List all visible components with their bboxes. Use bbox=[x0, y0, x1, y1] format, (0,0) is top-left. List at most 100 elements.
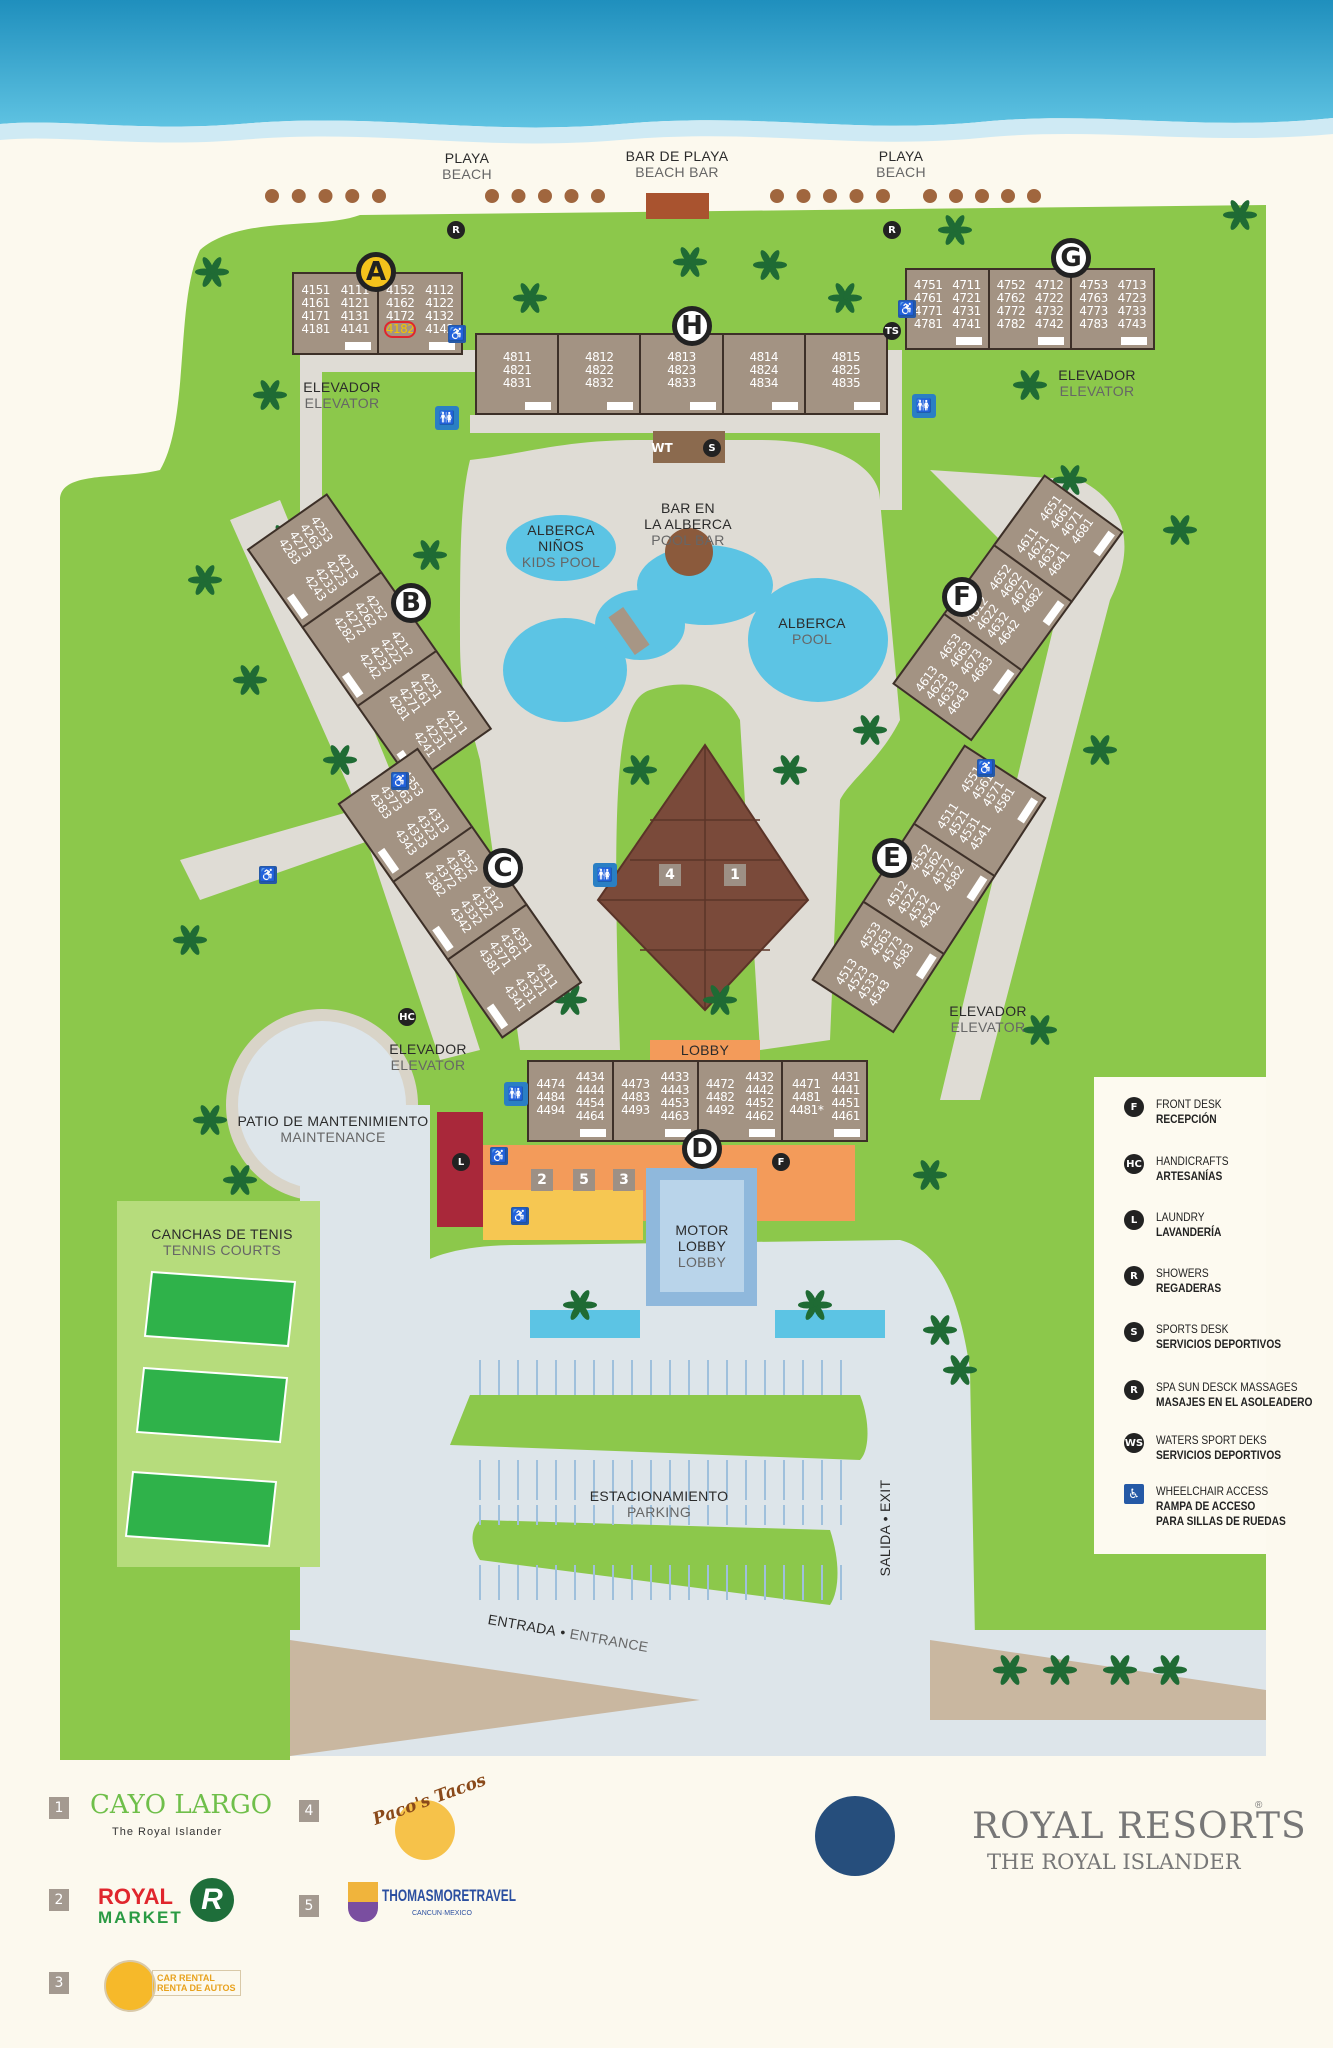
unit-number[interactable]: 4824 bbox=[749, 362, 778, 377]
building-h-badge[interactable]: H bbox=[672, 306, 712, 346]
unit-number[interactable]: 4112 bbox=[425, 282, 454, 297]
unit-number[interactable]: 4122 bbox=[425, 295, 454, 310]
building-b-badge[interactable]: B bbox=[391, 583, 431, 623]
unit-number[interactable]: 4481 bbox=[792, 1089, 821, 1104]
handicrafts-marker[interactable]: HC bbox=[398, 1008, 416, 1026]
building-c-badge[interactable]: C bbox=[483, 848, 523, 888]
unit-number[interactable]: 4825 bbox=[831, 362, 861, 377]
unit-number[interactable]: 4461 bbox=[831, 1109, 860, 1123]
building-g-badge[interactable]: G bbox=[1051, 238, 1091, 278]
unit-number[interactable]: 4811 bbox=[502, 349, 532, 364]
laundry-marker[interactable]: L bbox=[452, 1153, 470, 1171]
water-sports-marker[interactable]: WT bbox=[651, 441, 673, 455]
unit-number[interactable]: 4771 bbox=[913, 304, 943, 318]
unit-number[interactable]: 4473 bbox=[621, 1076, 650, 1091]
unit-number[interactable]: 4751 bbox=[913, 278, 943, 292]
unit-number[interactable]: 4433 bbox=[660, 1070, 690, 1084]
unit-number[interactable]: 4773 bbox=[1079, 304, 1108, 318]
unit-number[interactable]: 4814 bbox=[749, 349, 778, 364]
unit-number[interactable]: 4444 bbox=[575, 1083, 605, 1097]
unit-number[interactable]: 4171 bbox=[301, 308, 330, 323]
unit-number[interactable]: 4722 bbox=[1034, 291, 1064, 305]
unit-number[interactable]: 4432 bbox=[745, 1070, 774, 1084]
showers-marker[interactable]: R bbox=[447, 221, 465, 239]
unit-number[interactable]: 4833 bbox=[667, 375, 696, 390]
unit-number[interactable]: 4721 bbox=[952, 291, 981, 305]
unit-number[interactable]: 4832 bbox=[585, 375, 614, 390]
shop-tile-1[interactable]: 1 bbox=[724, 864, 746, 886]
unit-number[interactable]: 4441 bbox=[831, 1083, 860, 1097]
unit-number[interactable]: 4471 bbox=[792, 1076, 821, 1091]
unit-number[interactable]: 4151 bbox=[301, 282, 330, 297]
unit-number[interactable]: 4781 bbox=[913, 317, 943, 331]
shop-tile-4[interactable]: 4 bbox=[659, 864, 681, 886]
unit-number[interactable]: 4762 bbox=[996, 291, 1026, 305]
showers-marker[interactable]: R bbox=[883, 221, 901, 239]
unit-number[interactable]: 4493 bbox=[621, 1102, 650, 1117]
unit-number[interactable]: 4815 bbox=[831, 349, 861, 364]
ts-marker[interactable]: TS bbox=[883, 322, 901, 340]
unit-number[interactable]: 4434 bbox=[575, 1070, 605, 1084]
unit-number[interactable]: 4831 bbox=[502, 375, 532, 390]
unit-number[interactable]: 4731 bbox=[952, 304, 981, 318]
unit-number[interactable]: 4761 bbox=[913, 291, 943, 305]
unit-number[interactable]: 4821 bbox=[502, 362, 532, 377]
building-a-badge[interactable]: A bbox=[356, 252, 396, 292]
unit-number[interactable]: 4772 bbox=[996, 304, 1026, 318]
unit-number[interactable]: 4752 bbox=[996, 278, 1026, 292]
building-f-badge[interactable]: F bbox=[942, 577, 982, 617]
shop-tile-3[interactable]: 3 bbox=[613, 1169, 635, 1191]
unit-number[interactable]: 4483 bbox=[621, 1089, 650, 1104]
unit-number[interactable]: 4142 bbox=[425, 321, 454, 336]
unit-number[interactable]: 4121 bbox=[340, 295, 370, 310]
unit-number[interactable]: 4472 bbox=[705, 1076, 735, 1091]
unit-number[interactable]: 4474 bbox=[536, 1076, 565, 1091]
unit-number[interactable]: 4462 bbox=[745, 1109, 774, 1123]
unit-number[interactable]: 4712 bbox=[1034, 278, 1064, 292]
unit-number[interactable]: 4141 bbox=[340, 321, 370, 336]
unit-number[interactable]: 4131 bbox=[340, 308, 370, 323]
unit-number[interactable]: 4835 bbox=[831, 375, 861, 390]
unit-number[interactable]: 4823 bbox=[667, 362, 696, 377]
unit-number[interactable]: 4723 bbox=[1117, 291, 1147, 305]
shop-tile-2[interactable]: 2 bbox=[531, 1169, 553, 1191]
unit-number[interactable]: 4753 bbox=[1079, 278, 1108, 292]
unit-number[interactable]: 4813 bbox=[667, 349, 696, 364]
unit-number[interactable]: 4451 bbox=[831, 1096, 860, 1110]
unit-number[interactable]: 4732 bbox=[1034, 304, 1064, 318]
unit-number[interactable]: 4492 bbox=[705, 1102, 735, 1117]
unit-number[interactable]: 4452 bbox=[745, 1096, 774, 1110]
unit-number[interactable]: 4741 bbox=[952, 317, 981, 331]
unit-number[interactable]: 4743 bbox=[1117, 317, 1147, 331]
unit-number[interactable]: 4463 bbox=[660, 1109, 690, 1123]
unit-number[interactable]: 4162 bbox=[385, 295, 415, 310]
unit-number[interactable]: 4161 bbox=[301, 295, 330, 310]
unit-number[interactable]: 4454 bbox=[575, 1096, 605, 1110]
unit-number[interactable]: 4763 bbox=[1079, 291, 1108, 305]
building-e-badge[interactable]: E bbox=[872, 838, 912, 878]
unit-number[interactable]: 4431 bbox=[831, 1070, 860, 1084]
unit-number[interactable]: 4152 bbox=[385, 282, 415, 297]
unit-number[interactable]: 4812 bbox=[585, 349, 614, 364]
unit-number[interactable]: 4783 bbox=[1079, 317, 1108, 331]
building-d-badge[interactable]: D bbox=[682, 1129, 722, 1169]
front-desk-marker[interactable]: F bbox=[772, 1153, 790, 1171]
unit-number[interactable]: 4482 bbox=[705, 1089, 735, 1104]
unit-number[interactable]: 4464 bbox=[575, 1109, 605, 1123]
unit-number[interactable]: 4453 bbox=[660, 1096, 690, 1110]
unit-number[interactable]: 4713 bbox=[1117, 278, 1147, 292]
unit-number[interactable]: 4132 bbox=[425, 308, 454, 323]
shop-tile-5[interactable]: 5 bbox=[573, 1169, 595, 1191]
unit-number[interactable]: 4443 bbox=[660, 1083, 690, 1097]
sports-desk-marker[interactable]: S bbox=[703, 439, 721, 457]
unit-number[interactable]: 4711 bbox=[952, 278, 981, 292]
highlighted-unit[interactable]: 4182 bbox=[383, 320, 417, 338]
unit-number[interactable]: 4742 bbox=[1034, 317, 1064, 331]
unit-number[interactable]: 4172 bbox=[385, 308, 415, 323]
unit-number[interactable]: 4494 bbox=[536, 1102, 565, 1117]
unit-number[interactable]: 4733 bbox=[1117, 304, 1147, 318]
unit-number[interactable]: 4481* bbox=[789, 1102, 824, 1117]
